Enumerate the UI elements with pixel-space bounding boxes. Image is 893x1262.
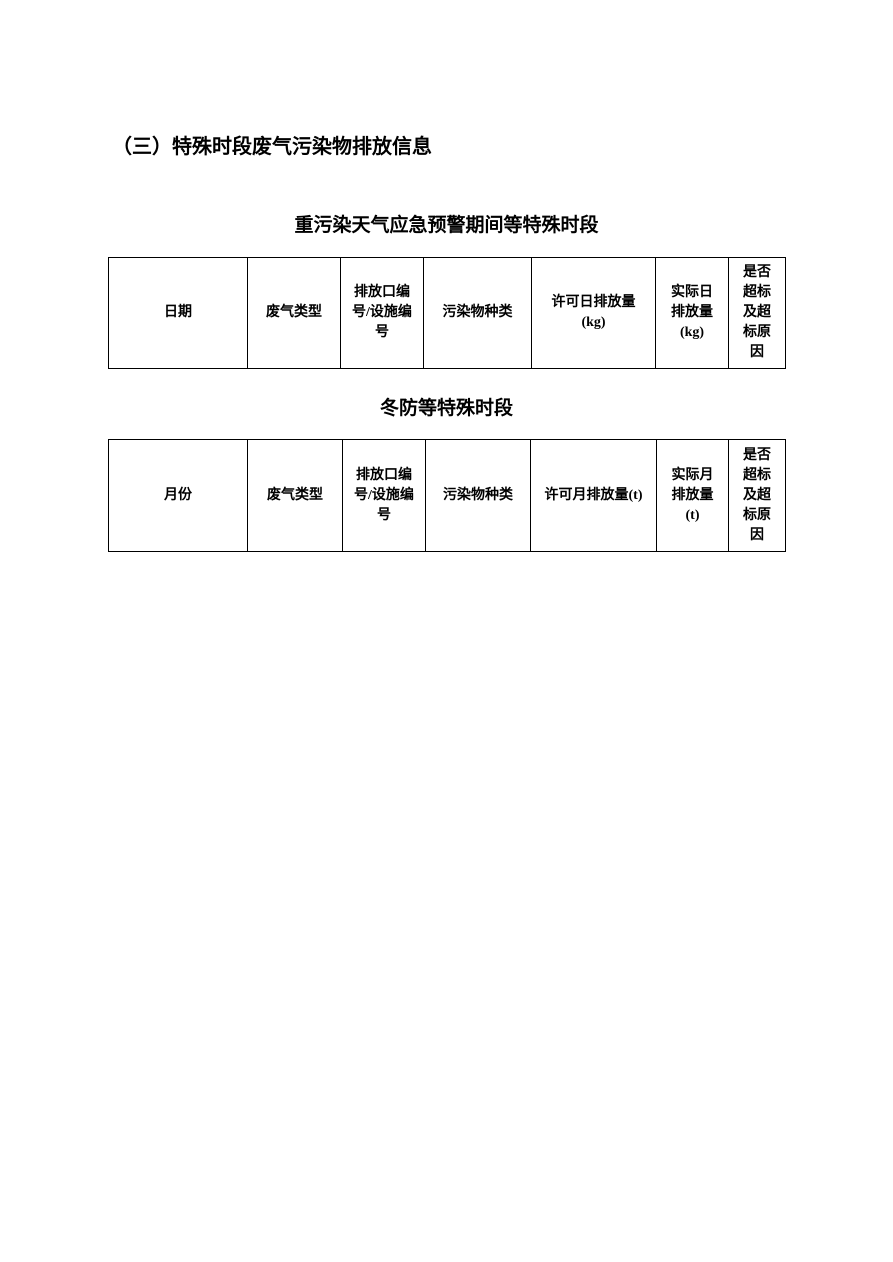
header-outlet-id: 排放口编号/设施编号: [340, 257, 424, 369]
header-actual: 实际月排放量(t): [656, 439, 729, 552]
header-gas-type: 废气类型: [247, 439, 343, 552]
special-period-monthly-table: 月份 废气类型 排放口编号/设施编号 污染物种类 许可月排放量(t) 实际月排放…: [108, 439, 786, 552]
header-month: 月份: [108, 439, 248, 552]
header-permitted: 许可日排放量(kg): [531, 257, 656, 369]
header-date: 日期: [108, 257, 248, 369]
table-header-row: 日期 废气类型 排放口编号/设施编号 污染物种类 许可日排放量(kg) 实际日排…: [108, 257, 786, 369]
table-header-row: 月份 废气类型 排放口编号/设施编号 污染物种类 许可月排放量(t) 实际月排放…: [108, 439, 786, 552]
special-period-daily-table: 日期 废气类型 排放口编号/设施编号 污染物种类 许可日排放量(kg) 实际日排…: [108, 257, 786, 369]
header-permitted: 许可月排放量(t): [530, 439, 657, 552]
table1-caption: 重污染天气应急预警期间等特殊时段: [294, 215, 599, 236]
header-pollutant: 污染物种类: [423, 257, 532, 369]
header-pollutant: 污染物种类: [425, 439, 531, 552]
section-title: （三）特殊时段废气污染物排放信息: [112, 136, 432, 158]
header-actual: 实际日排放量(kg): [655, 257, 729, 369]
table2-caption: 冬防等特殊时段: [379, 398, 513, 419]
header-gas-type: 废气类型: [247, 257, 341, 369]
header-exceed: 是否超标及超标原因: [728, 439, 786, 552]
header-outlet-id: 排放口编号/设施编号: [342, 439, 426, 552]
header-exceed: 是否超标及超标原因: [728, 257, 786, 369]
